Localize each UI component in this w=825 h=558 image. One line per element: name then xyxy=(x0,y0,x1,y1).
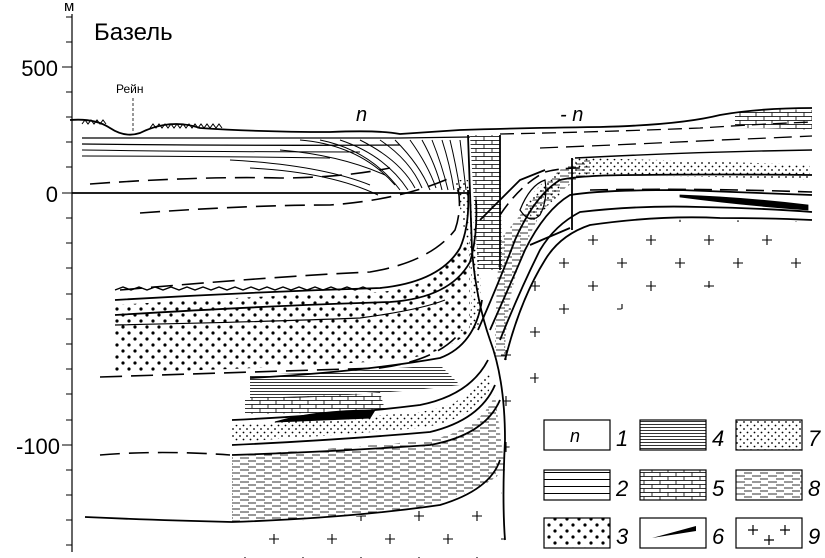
n-label-left: n xyxy=(356,104,367,126)
axis-tick-0: 0 xyxy=(46,182,58,207)
legend-num-6: 6 xyxy=(712,524,725,549)
axis-unit: м xyxy=(64,0,74,15)
city-label: Базель xyxy=(94,19,173,46)
legend-num-2: 2 xyxy=(615,476,628,501)
section-body xyxy=(69,107,813,558)
legend-item-6: 6 xyxy=(639,517,725,549)
legend-item-4: 4 xyxy=(639,419,724,451)
limestone-brick-fault-zone xyxy=(470,135,502,270)
legend-item-5: 5 xyxy=(639,469,725,501)
river-label: Рейн xyxy=(116,82,143,96)
n-label-right: - n xyxy=(560,104,583,126)
basement-crosses-left xyxy=(232,470,505,558)
legend-num-5: 5 xyxy=(712,476,725,501)
legend-crosses-icon xyxy=(748,525,790,545)
coarse-body-top-crest xyxy=(114,286,372,291)
limestone-brick-strip xyxy=(245,392,385,414)
near-surface-strata xyxy=(81,121,813,159)
main-horizons xyxy=(84,173,813,523)
black-wedge-right xyxy=(679,194,809,211)
legend-num-9: 9 xyxy=(808,524,820,549)
legend-item-1: n 1 xyxy=(543,419,628,451)
legend-glyph-n: n xyxy=(570,426,580,446)
dashed-horizons xyxy=(89,167,813,456)
basement-crosses-right xyxy=(500,219,812,470)
legend-num-4: 4 xyxy=(712,426,724,451)
legend-num-7: 7 xyxy=(808,426,821,451)
legend-item-7: 7 xyxy=(735,419,821,451)
fine-dot-lower-band xyxy=(232,370,492,442)
legend-item-8: 8 xyxy=(735,469,821,501)
legend-wedge-icon xyxy=(652,526,696,538)
legend-item-3: 3 xyxy=(543,517,629,549)
legend: n 1 4 7 2 5 8 3 xyxy=(543,419,821,549)
legend-item-9: 9 xyxy=(735,517,820,549)
limestone-brick-upper-right xyxy=(735,109,812,130)
legend-item-2: 2 xyxy=(543,469,628,501)
fault-lines xyxy=(467,134,573,541)
legend-num-1: 1 xyxy=(616,426,628,451)
rhine-riverbank-marks xyxy=(81,119,223,129)
lower-dashed-strata xyxy=(232,395,505,522)
depth-axis: м 500 0 -100 xyxy=(16,0,74,552)
axis-tick-500: 500 xyxy=(21,56,58,81)
legend-num-8: 8 xyxy=(808,476,821,501)
ground-surface xyxy=(69,107,813,136)
fine-dot-flexure-band xyxy=(455,180,481,330)
axis-tick-minus-100: -100 xyxy=(16,434,60,459)
legend-num-3: 3 xyxy=(616,524,629,549)
dashed-flexure-zone xyxy=(495,158,590,360)
flexure-curved-strata xyxy=(229,139,467,196)
fine-dot-upper-right xyxy=(572,158,810,180)
